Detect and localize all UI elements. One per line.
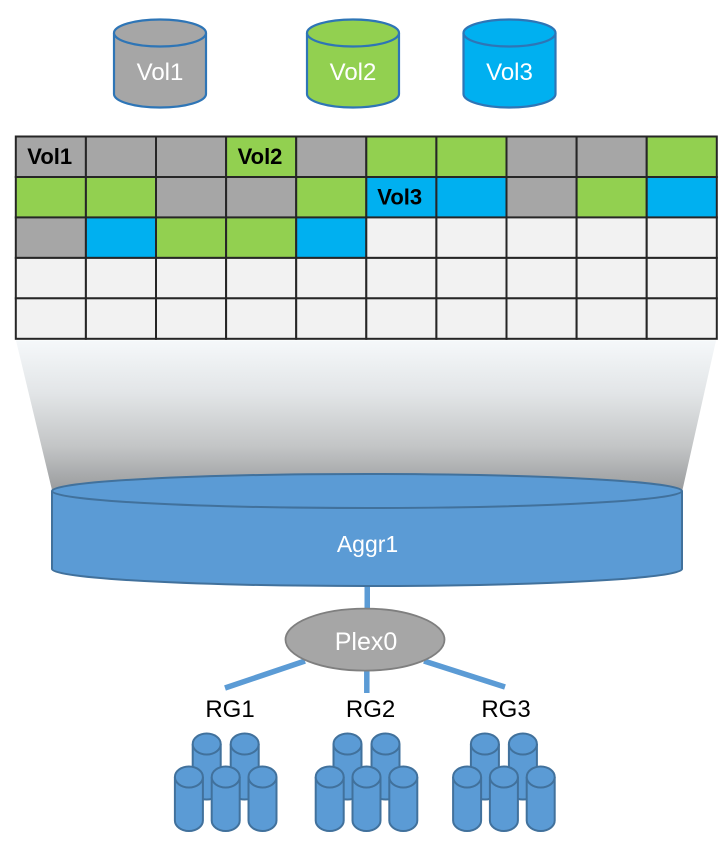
svg-text:RG2: RG2: [346, 696, 395, 723]
svg-text:Vol2: Vol2: [330, 59, 377, 86]
svg-text:Aggr1: Aggr1: [337, 531, 398, 557]
svg-text:RG1: RG1: [205, 696, 254, 723]
svg-text:Vol3: Vol3: [377, 185, 422, 210]
svg-text:RG3: RG3: [481, 696, 530, 723]
svg-text:Vol3: Vol3: [486, 59, 533, 86]
svg-text:Plex0: Plex0: [335, 628, 398, 656]
svg-text:Vol2: Vol2: [238, 144, 283, 169]
svg-text:Vol1: Vol1: [27, 144, 72, 169]
svg-text:Vol1: Vol1: [137, 59, 184, 86]
